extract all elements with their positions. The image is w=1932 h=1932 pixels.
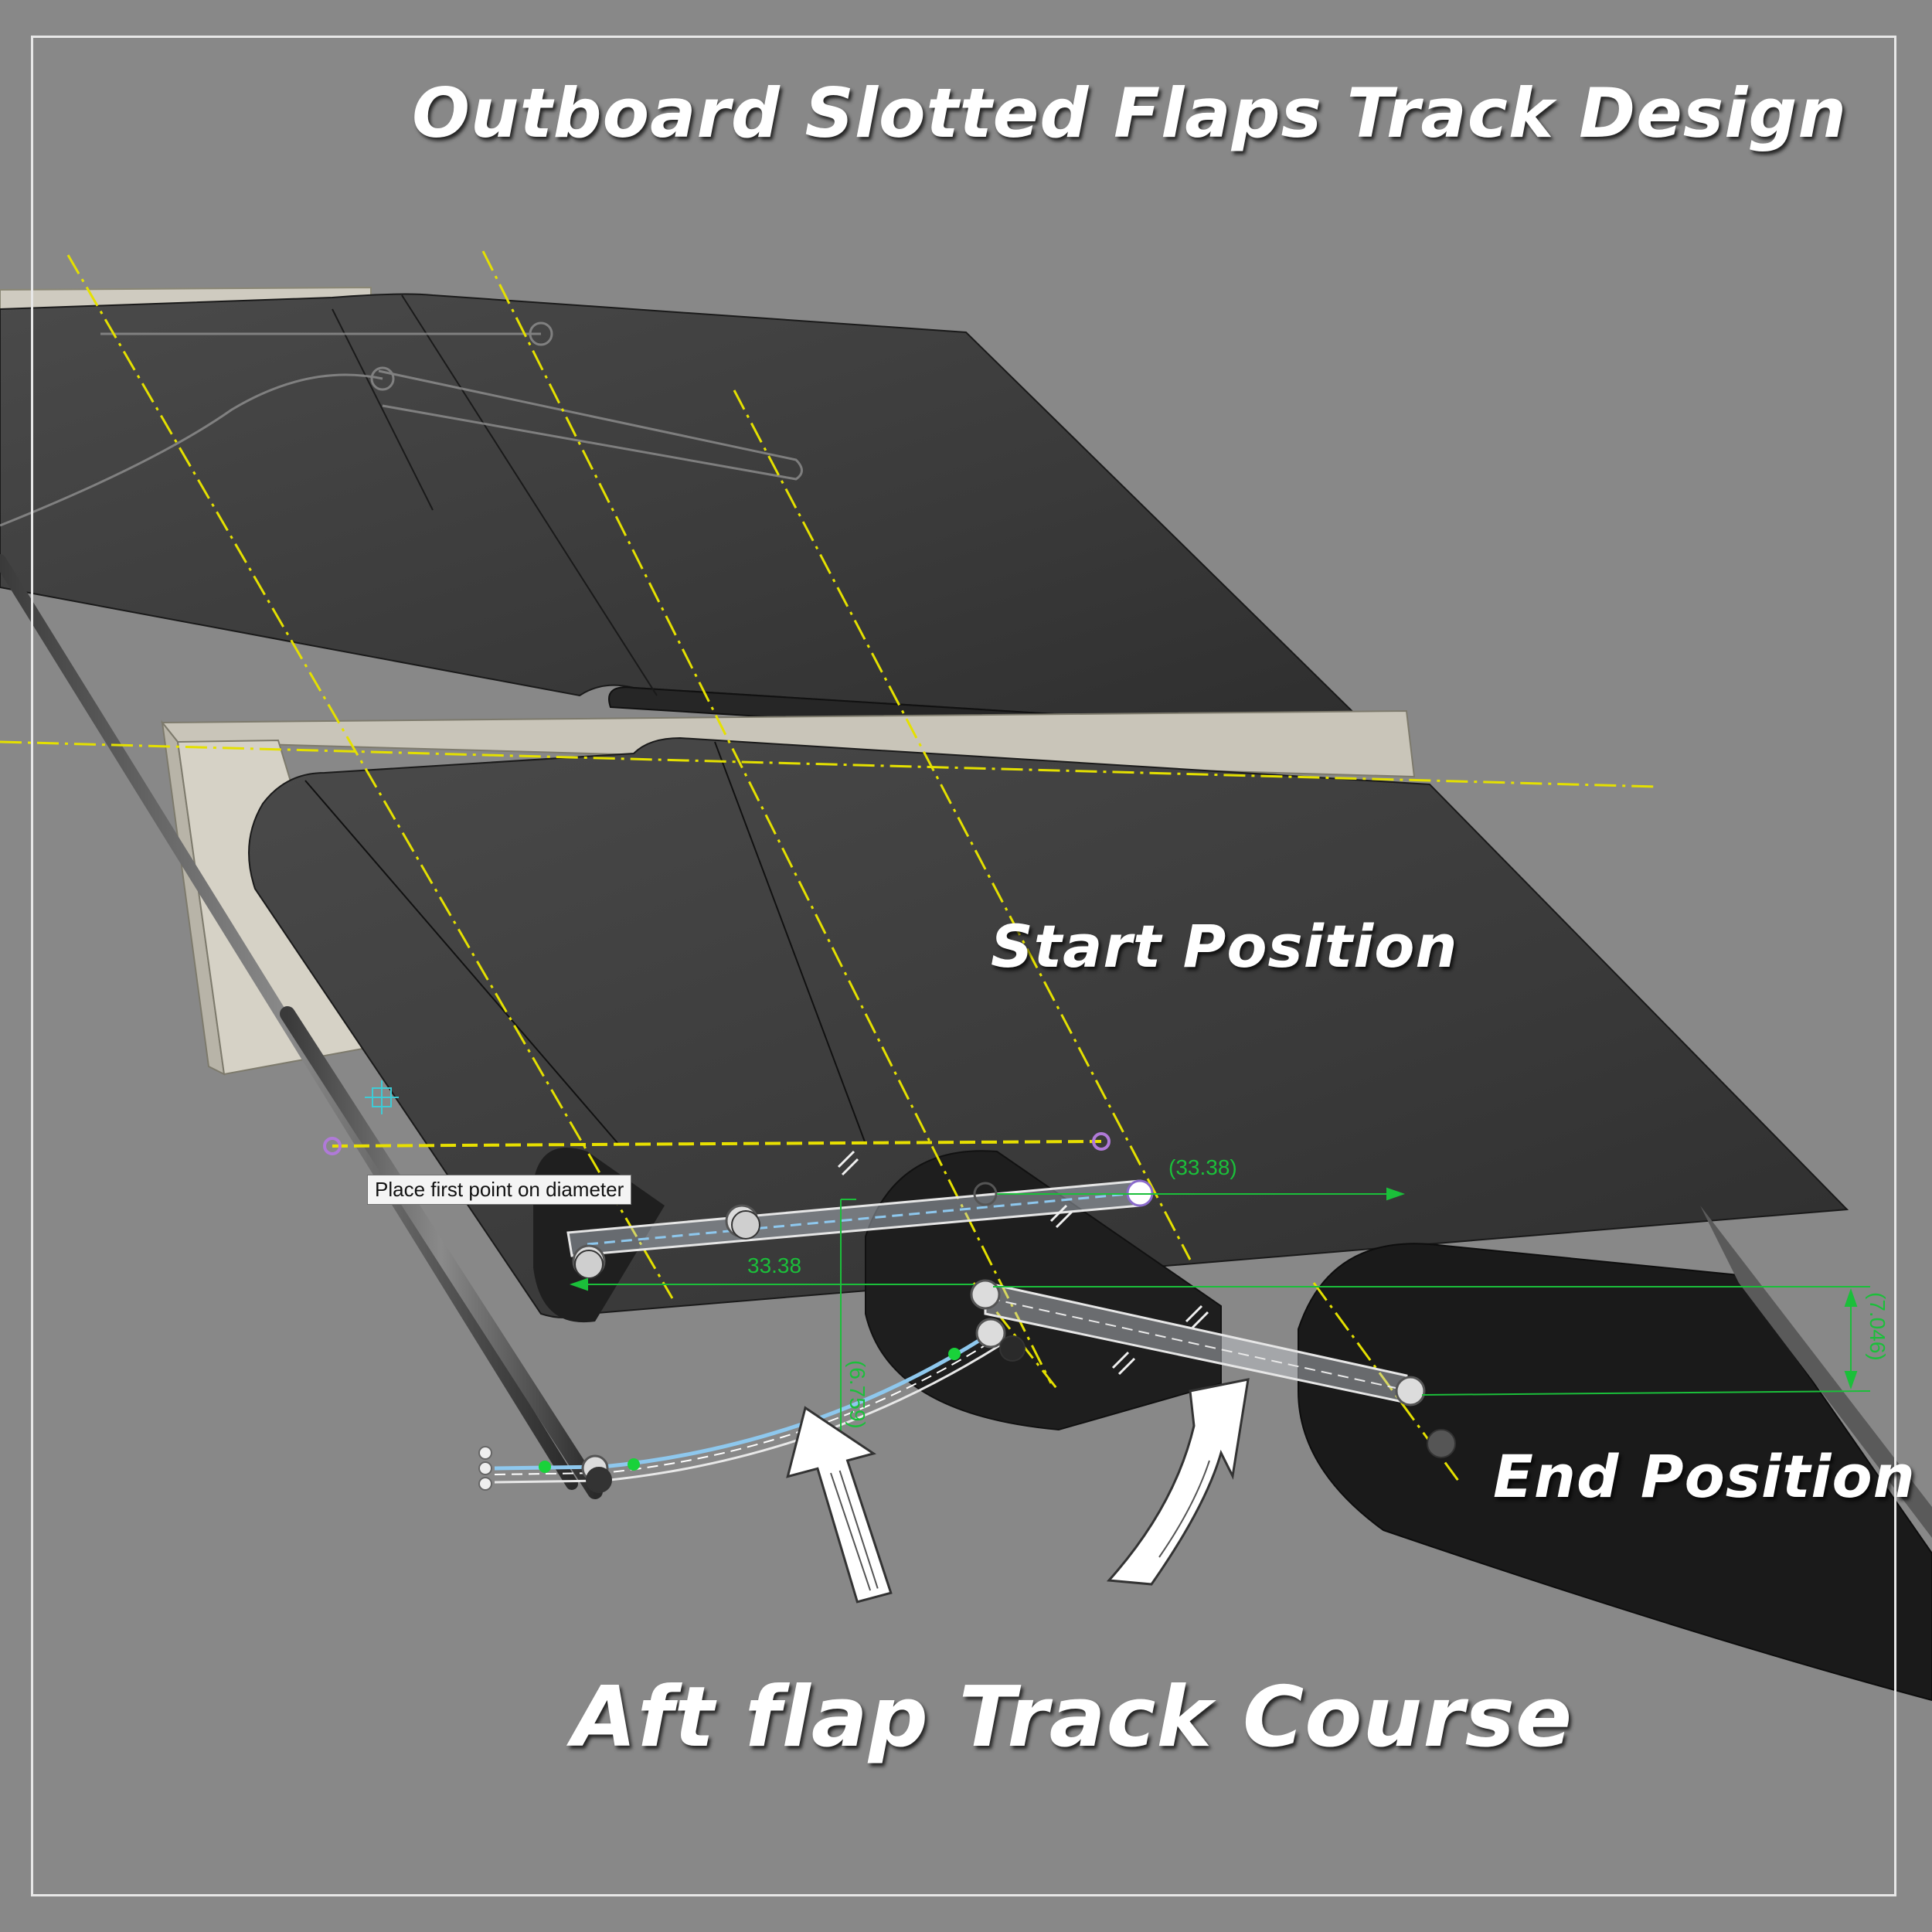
end-position-label: End Position: [1493, 1442, 1916, 1511]
dimension-top-driven[interactable]: (33.38): [1168, 1155, 1237, 1179]
dimension-vertical-middle[interactable]: (6.759): [845, 1360, 869, 1429]
support-rods: [0, 554, 603, 1499]
lower-flap-assembly[interactable]: [248, 736, 1932, 1702]
dimension-vertical-right[interactable]: (7.046): [1866, 1292, 1889, 1361]
lower-main-flap: [248, 736, 1849, 1318]
centerlines: [0, 250, 1658, 1485]
arrow-up-icon: [786, 1406, 893, 1604]
sketch-endpoint-left[interactable]: [323, 1137, 342, 1155]
track-endstops: [478, 1446, 492, 1491]
track-sketch[interactable]: [323, 1080, 1456, 1493]
upper-flap-assembly[interactable]: [0, 286, 1378, 755]
end-rib: [1298, 1243, 1932, 1702]
track-point[interactable]: [628, 1458, 640, 1471]
arrow-curved-icon: [1106, 1378, 1250, 1586]
page-title: Outboard Slotted Flaps Track Design: [412, 73, 1847, 153]
lower-flap-hinge-line-2: [714, 741, 866, 1145]
cad-tooltip: Place first point on diameter: [367, 1175, 632, 1205]
upper-flap-hinge-line-2: [332, 308, 434, 511]
parallel-constraint-icons: [837, 1150, 1209, 1376]
sketch-origin-icon[interactable]: [365, 1080, 399, 1114]
upper-main-flap: [0, 293, 1378, 736]
dimension-middle[interactable]: 33.38: [747, 1253, 801, 1277]
track-point[interactable]: [539, 1461, 551, 1473]
inner-rod: [280, 1006, 603, 1499]
upper-flap-hinge-line: [401, 294, 658, 696]
start-position-label: Start Position: [991, 912, 1458, 981]
end-flap-tail: [1700, 1206, 1932, 1538]
sketch-construction-line: [332, 1140, 1102, 1148]
dimensions: [569, 1187, 1871, 1453]
track-point[interactable]: [948, 1348, 961, 1360]
pin-cylinders: [574, 1210, 1456, 1493]
upper-track-ghost: [0, 321, 803, 527]
track-course-label: Aft flap Track Course: [572, 1669, 1573, 1766]
lower-flap-hinge-line: [304, 780, 619, 1145]
sketch-endpoint-right[interactable]: [1092, 1132, 1111, 1151]
